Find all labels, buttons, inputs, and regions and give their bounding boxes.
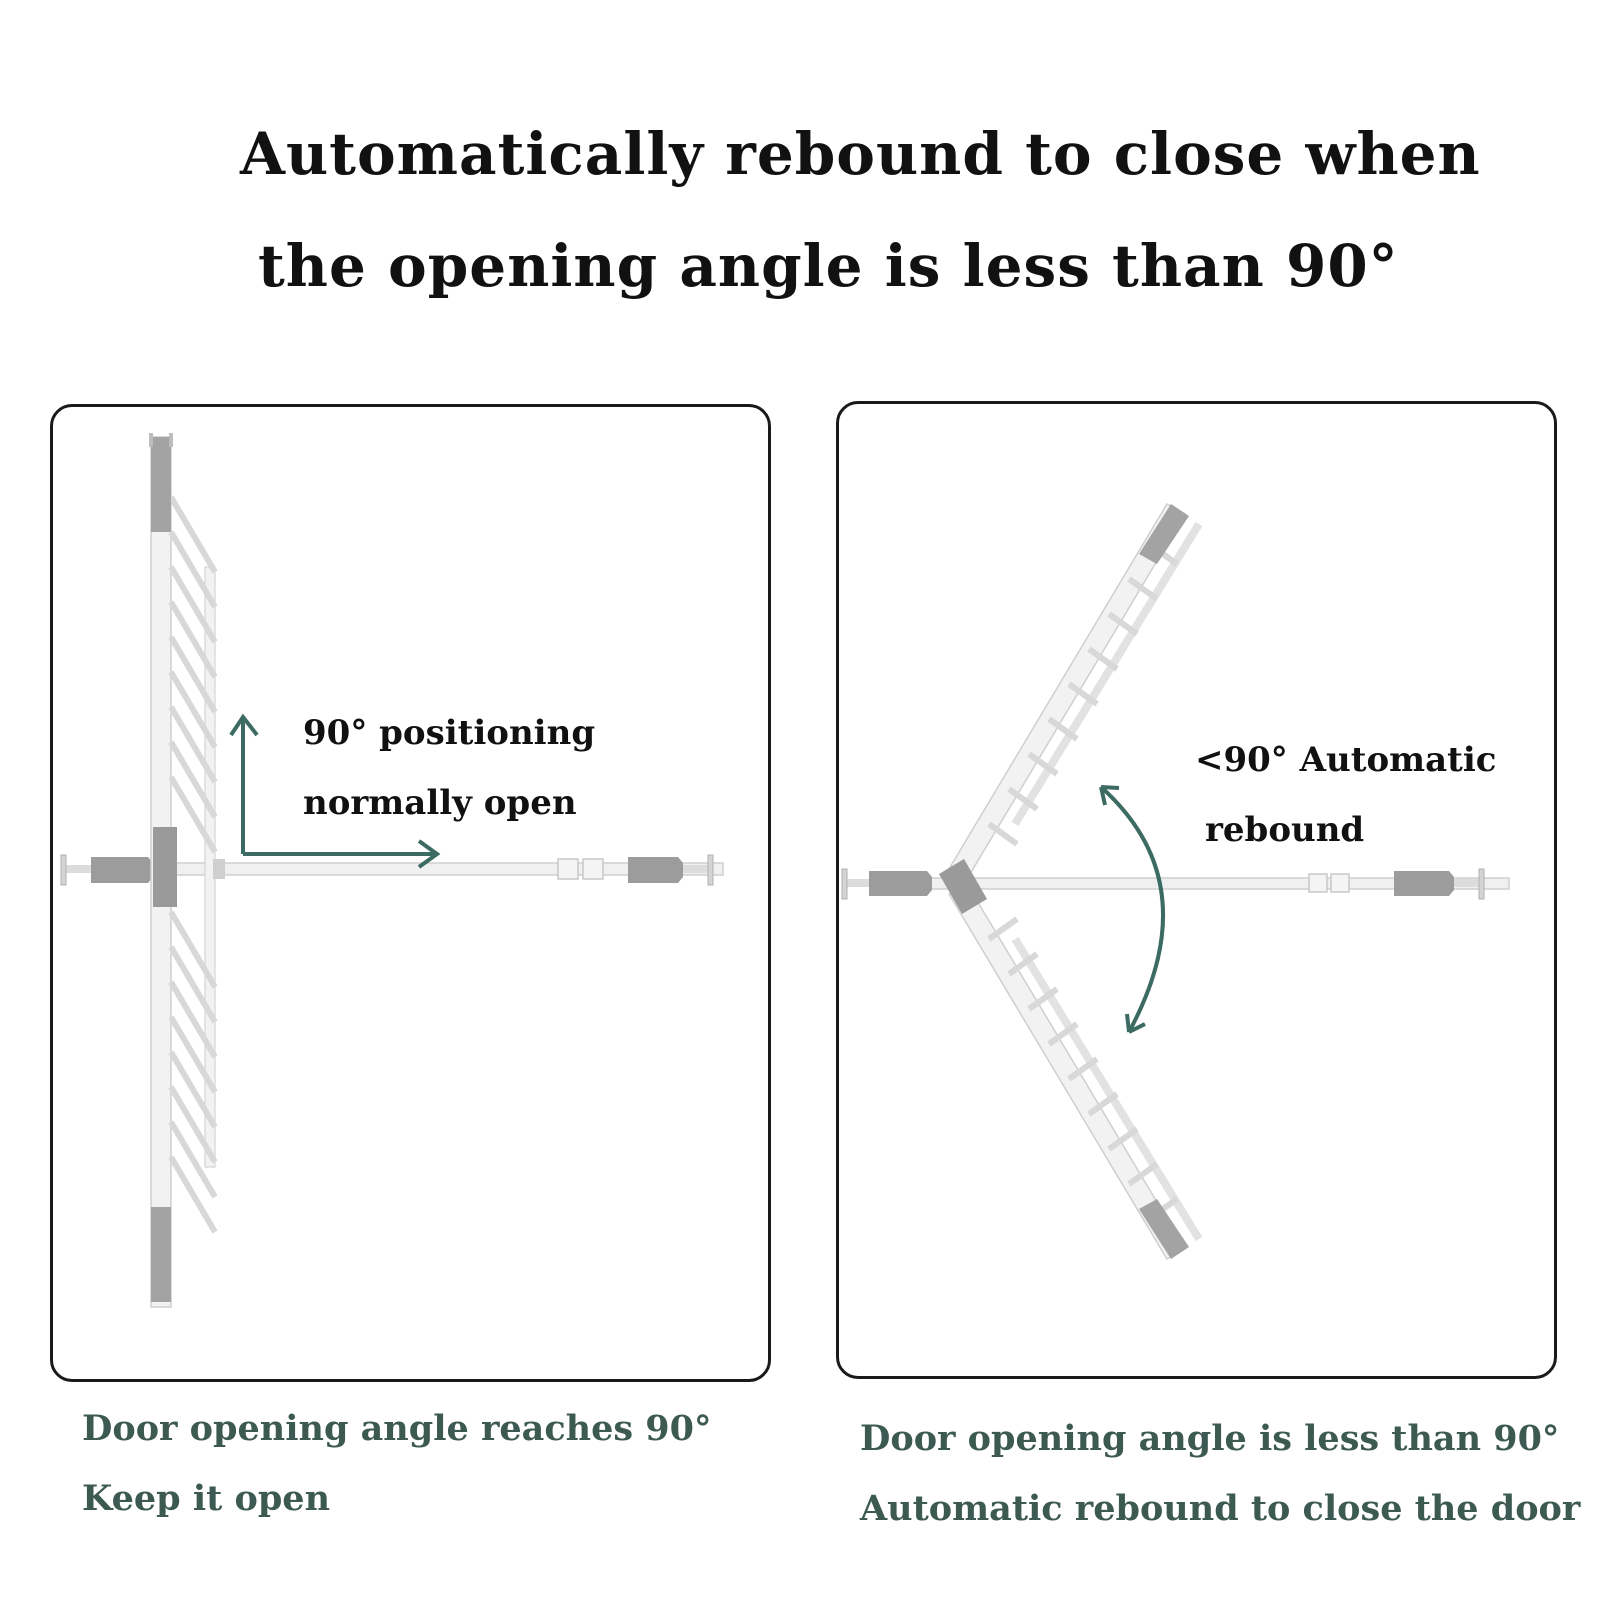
gate-frame — [939, 502, 1203, 1261]
title-line-2: the opening angle is less than 90° — [258, 232, 1399, 300]
right-angle-arrow — [229, 713, 441, 869]
right-caption-line-1: Door opening angle is less than 90° — [860, 1418, 1560, 1459]
panel-rebound-less-90: <90° Automatic rebound — [836, 401, 1557, 1379]
gate-open-illustration — [60, 433, 724, 1308]
right-caption-line-2: Automatic rebound to close the door — [860, 1488, 1581, 1529]
rebound-label-line-2: rebound — [1205, 810, 1365, 850]
gate-frame — [149, 433, 225, 1308]
gate-rebound-illustration — [841, 502, 1510, 1261]
pressure-rod — [60, 854, 724, 886]
pressure-rod — [841, 868, 1510, 900]
left-caption-line-1: Door opening angle reaches 90° — [82, 1408, 712, 1449]
panel-open-90: 90° positioning normally open — [50, 404, 771, 1382]
left-caption-line-2: Keep it open — [82, 1478, 331, 1519]
positioning-label-line-1: 90° positioning — [303, 713, 596, 753]
positioning-label-line-2: normally open — [303, 783, 577, 823]
rebound-arc-arrow — [1099, 785, 1165, 1034]
title-line-1: Automatically rebound to close when — [240, 120, 1481, 188]
rebound-label-line-1: <90° Automatic — [1195, 740, 1497, 780]
